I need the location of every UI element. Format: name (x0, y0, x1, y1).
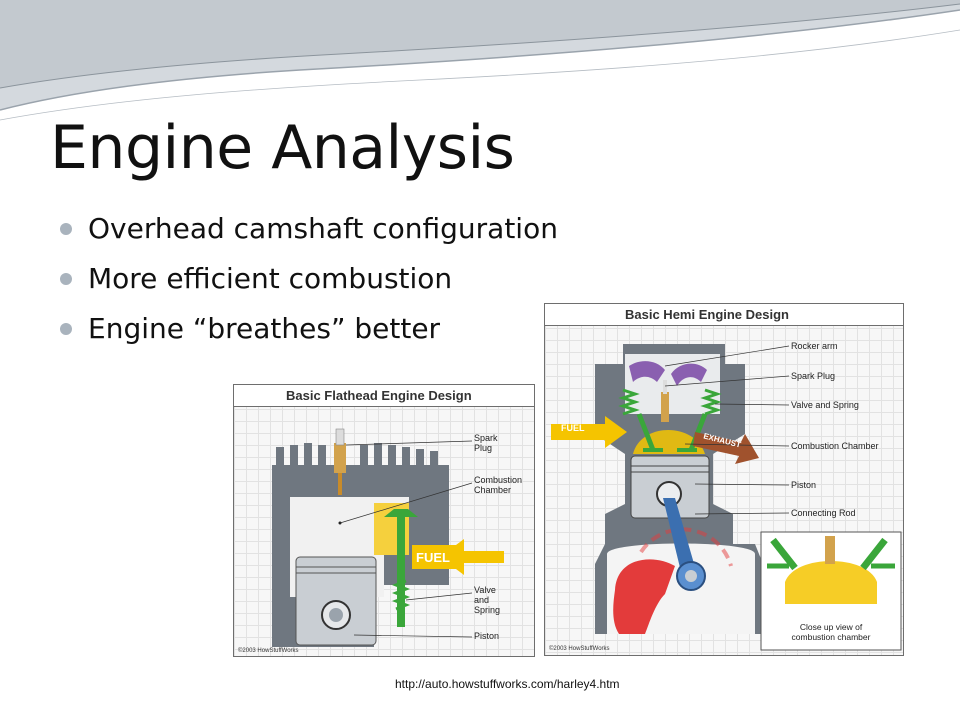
flathead-label-valve-spring: Valve and Spring (474, 585, 501, 615)
hemi-label-combustion-chamber: Combustion Chamber (791, 441, 879, 451)
flathead-label-spark-plug: Spark Plug (474, 433, 498, 453)
flathead-title: Basic Flathead Engine Design (234, 385, 534, 407)
flathead-label-piston: Piston (474, 631, 500, 641)
flathead-copyright: ©2003 HowStuffWorks (238, 648, 299, 654)
hemi-label-rocker-arm: Rocker arm (791, 341, 838, 351)
header-swoosh (0, 0, 960, 121)
bullet-dot-icon (60, 223, 72, 235)
bullet-dot-icon (60, 323, 72, 335)
hemi-engine-illustration (551, 344, 902, 651)
bullet-list: Overhead camshaft configuration More eff… (60, 212, 558, 362)
flathead-engine-illustration (272, 428, 504, 647)
hemi-label-piston: Piston (791, 480, 817, 490)
hemi-label-connecting-rod: Connecting Rod (791, 508, 856, 518)
hemi-inset-caption: Close up view of combustion chamber (791, 622, 871, 642)
flathead-fuel-label: FUEL (416, 550, 450, 565)
bullet-text: Engine “breathes” better (88, 312, 441, 345)
hemi-fuel-label: FUEL (561, 423, 585, 433)
hemi-label-spark-plug: Spark Plug (791, 371, 836, 381)
hemi-copyright: ©2003 HowStuffWorks (549, 646, 610, 652)
bullet-item: Engine “breathes” better (60, 312, 558, 362)
bullet-item: More efficient combustion (60, 262, 558, 312)
slide-title: Engine Analysis (50, 113, 515, 183)
bullet-text: More efficient combustion (88, 262, 453, 295)
flathead-engine-diagram: Basic Flathead Engine Design FUEL Spark … (233, 384, 535, 657)
hemi-label-valve-spring: Valve and Spring (791, 400, 859, 410)
hemi-engine-diagram: Basic Hemi Engine Design FUEL EXHAUST Ro… (544, 303, 904, 656)
bullet-item: Overhead camshaft configuration (60, 212, 558, 262)
flathead-label-combustion-chamber: Combustion Chamber (474, 475, 523, 495)
source-url-link[interactable]: http://auto.howstuffworks.com/harley4.ht… (395, 677, 620, 691)
bullet-text: Overhead camshaft configuration (88, 212, 558, 245)
hemi-title: Basic Hemi Engine Design (545, 304, 903, 326)
bullet-dot-icon (60, 273, 72, 285)
